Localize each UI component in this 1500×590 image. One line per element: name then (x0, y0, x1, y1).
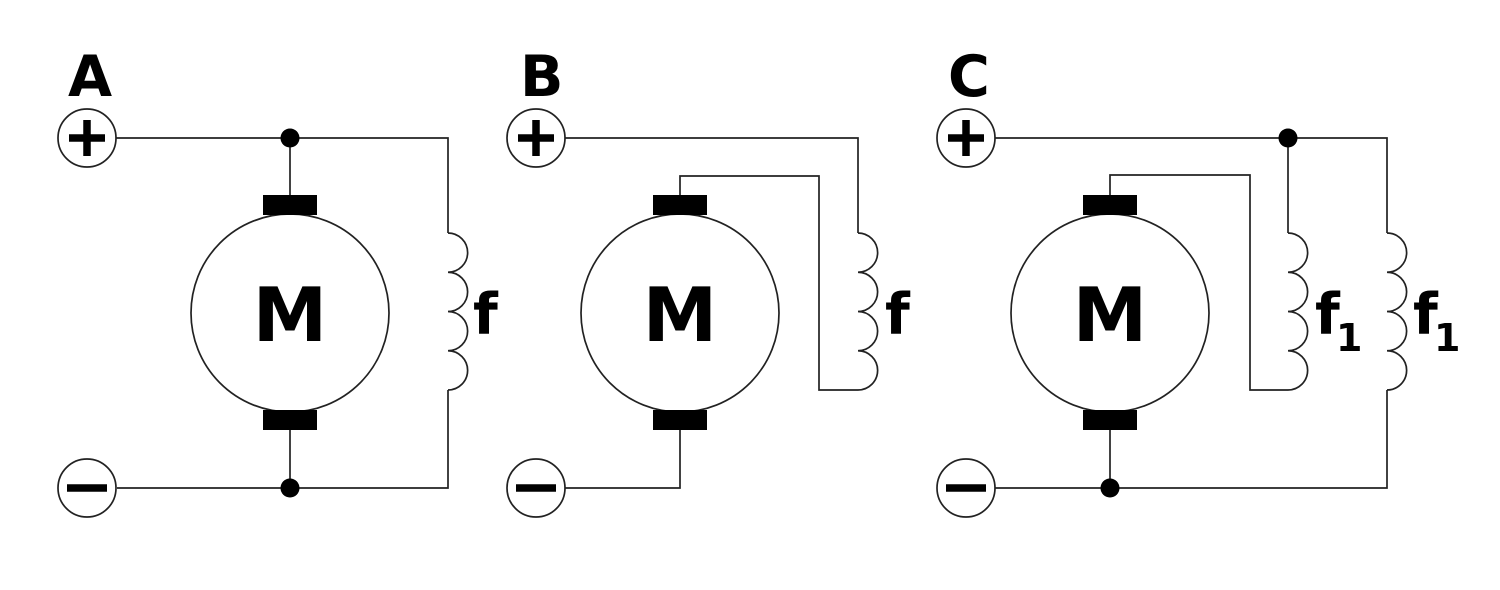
field-label-2-c: f (1413, 282, 1439, 348)
field-label-1-c: f (1315, 282, 1341, 348)
brush-bottom-b (653, 410, 707, 430)
junction-dot-bottom-a (280, 478, 300, 498)
brush-top-a (263, 195, 317, 215)
plus-icon-a (69, 120, 105, 156)
wire-right-bottom-a (117, 390, 449, 489)
field-coil-a (447, 232, 469, 391)
diagram-label-c: C (948, 44, 990, 110)
diagram-label-b: B (520, 44, 563, 110)
wire-armature-bottom-b (565, 428, 681, 489)
wire-right-bottom-c (995, 390, 1388, 489)
plus-icon-b (518, 120, 554, 156)
brush-top-b (653, 195, 707, 215)
junction-dot-top-a (280, 128, 300, 148)
motor-label-a: M (253, 271, 328, 359)
wire-top-b (565, 137, 859, 233)
wire-armature-loop-c (1109, 174, 1288, 391)
diagram-a: A M f (57, 44, 499, 518)
field-coil-b (857, 232, 879, 391)
plus-icon-c (948, 120, 984, 156)
motor-label-c: M (1073, 271, 1148, 359)
diagram-b: B M f (506, 44, 911, 518)
field-label-b: f (885, 282, 911, 348)
field-label-a: f (473, 282, 499, 348)
field-label-2-subscript-c: 1 (1434, 316, 1460, 360)
field-coil-1-c (1287, 232, 1309, 391)
diagram-label-a: A (68, 44, 112, 110)
brush-bottom-a (263, 410, 317, 430)
brush-top-c (1083, 195, 1137, 215)
field-label-1-subscript-c: 1 (1336, 316, 1362, 360)
wire-top-a (116, 137, 449, 233)
wire-top-c (995, 137, 1388, 233)
wire-coil-to-armature-b (679, 175, 858, 391)
junction-dot-top-c (1278, 128, 1298, 148)
diagram-c: C M f 1 f 1 (936, 44, 1460, 518)
brush-bottom-c (1083, 410, 1137, 430)
field-coil-2-c (1386, 232, 1408, 391)
junction-dot-bottom-c (1100, 478, 1120, 498)
motor-label-b: M (643, 271, 718, 359)
